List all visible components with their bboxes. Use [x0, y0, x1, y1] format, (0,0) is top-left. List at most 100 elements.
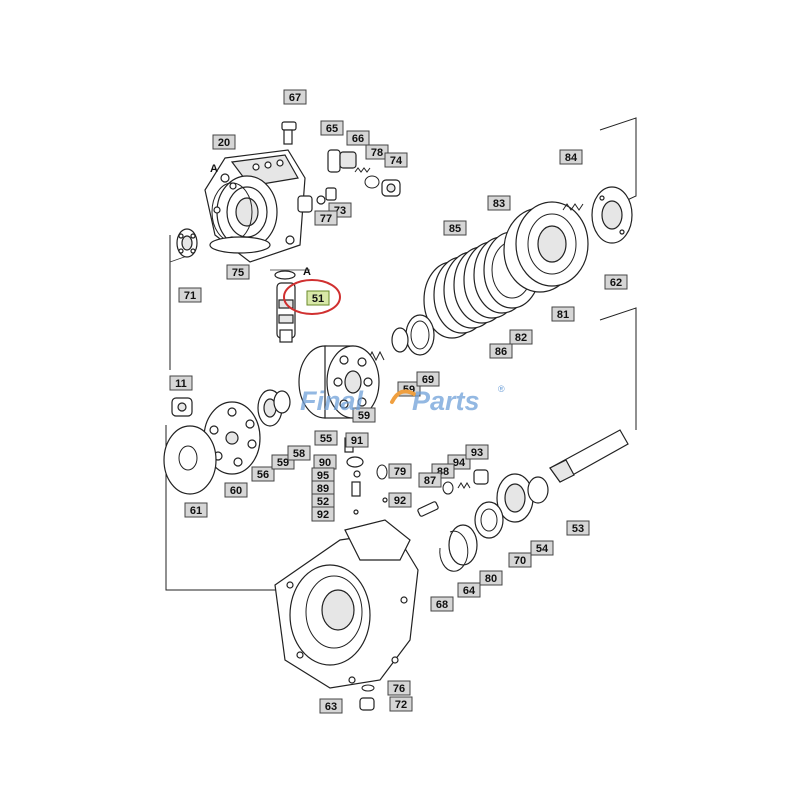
part-label-box — [283, 89, 307, 105]
part-label-box — [388, 492, 412, 508]
rings-69 — [391, 314, 435, 356]
part-label-text: 59 — [277, 457, 289, 469]
part-label-51: 51 — [306, 290, 330, 306]
part-label-81: 81 — [551, 306, 575, 322]
bearing-70 — [496, 473, 534, 523]
part-label-text: 66 — [352, 133, 364, 145]
part-label-69: 69 — [416, 371, 440, 387]
part-label-91: 91 — [345, 432, 369, 448]
part-label-text: 74 — [390, 155, 403, 167]
part-label-text: 54 — [536, 543, 549, 555]
part-label-box — [430, 596, 454, 612]
plug-assembly-65-74 — [327, 149, 401, 197]
part-label-text: 59 — [358, 410, 370, 422]
part-label-text: 95 — [317, 470, 329, 482]
motor-housing-63 — [274, 519, 419, 689]
part-label-box — [365, 144, 389, 160]
part-label-70: 70 — [508, 552, 532, 568]
part-label-box — [388, 463, 412, 479]
part-label-text: 65 — [326, 123, 338, 135]
part-label-text: 72 — [395, 699, 407, 711]
brake-piston-81 — [503, 201, 589, 293]
part-label-box — [184, 502, 208, 518]
part-label-text: 53 — [572, 523, 584, 535]
part-label-text: 75 — [232, 267, 244, 279]
part-label-76: 76 — [387, 680, 411, 696]
thrust-plate-61 — [163, 425, 217, 495]
part-label-text: 62 — [610, 277, 622, 289]
part-label-55: 55 — [314, 430, 338, 446]
watermark-registered: ® — [498, 384, 505, 394]
ring-59-lower — [273, 390, 291, 414]
part-label-box — [226, 264, 250, 280]
part-label-64: 64 — [457, 582, 481, 598]
part-label-63: 63 — [319, 698, 343, 714]
part-label-84: 84 — [559, 149, 583, 165]
part-label-box — [212, 134, 236, 150]
part-label-text: 82 — [515, 332, 527, 344]
part-label-box — [224, 482, 248, 498]
part-label-59: 59 — [352, 407, 376, 423]
part-label-box — [352, 407, 376, 423]
callout-letter: A — [303, 266, 311, 278]
ring-54 — [527, 476, 549, 504]
part-label-71: 71 — [178, 287, 202, 303]
part-label-86: 86 — [489, 343, 513, 359]
highlight-circle — [283, 279, 341, 315]
part-label-box — [387, 680, 411, 696]
part-label-text: 80 — [485, 573, 497, 585]
part-label-72: 72 — [389, 696, 413, 712]
part-label-box — [604, 274, 628, 290]
part-label-box — [306, 290, 330, 306]
part-label-92: 92 — [388, 492, 412, 508]
snap-ring-68 — [439, 530, 469, 572]
seal-80 — [474, 501, 504, 539]
part-label-62: 62 — [604, 274, 628, 290]
part-label-text: 89 — [317, 483, 329, 495]
part-label-text: 77 — [320, 213, 332, 225]
part-label-58: 58 — [287, 445, 311, 461]
part-label-text: 81 — [557, 309, 569, 321]
part-label-83: 83 — [487, 195, 511, 211]
part-label-54: 54 — [530, 540, 554, 556]
part-label-box — [345, 432, 369, 448]
part-label-60: 60 — [224, 482, 248, 498]
part-label-box — [489, 343, 513, 359]
part-label-text: 70 — [514, 555, 526, 567]
part-label-66: 66 — [346, 130, 370, 146]
part-label-box — [551, 306, 575, 322]
swash-plate-60 — [203, 401, 261, 475]
part-label-text: 92 — [394, 495, 406, 507]
part-label-95: 95 — [311, 467, 335, 483]
relief-parts-87-94 — [417, 469, 489, 517]
part-label-90: 90 — [313, 454, 337, 470]
part-label-text: 83 — [493, 198, 505, 210]
part-label-text: 68 — [436, 599, 448, 611]
part-label-box — [509, 329, 533, 345]
part-label-box — [508, 552, 532, 568]
part-label-box — [178, 287, 202, 303]
part-label-text: 94 — [453, 457, 466, 469]
part-label-box — [287, 445, 311, 461]
part-label-53: 53 — [566, 520, 590, 536]
watermark-part1: Final — [300, 386, 364, 416]
part-label-text: 11 — [175, 378, 187, 390]
part-label-text: 85 — [449, 223, 461, 235]
part-label-box — [457, 582, 481, 598]
part-label-82: 82 — [509, 329, 533, 345]
drive-shaft-53 — [549, 429, 629, 483]
part-label-text: 56 — [257, 469, 269, 481]
part-label-box — [311, 506, 335, 522]
part-label-box — [384, 152, 408, 168]
part-label-text: 76 — [393, 683, 405, 695]
part-label-box — [319, 698, 343, 714]
part-label-box — [320, 120, 344, 136]
part-label-box — [530, 540, 554, 556]
part-label-text: 87 — [424, 475, 436, 487]
part-label-text: 58 — [293, 448, 305, 460]
part-label-box — [314, 430, 338, 446]
valve-block-assembly — [204, 149, 337, 263]
part-label-box — [443, 220, 467, 236]
part-label-box — [566, 520, 590, 536]
